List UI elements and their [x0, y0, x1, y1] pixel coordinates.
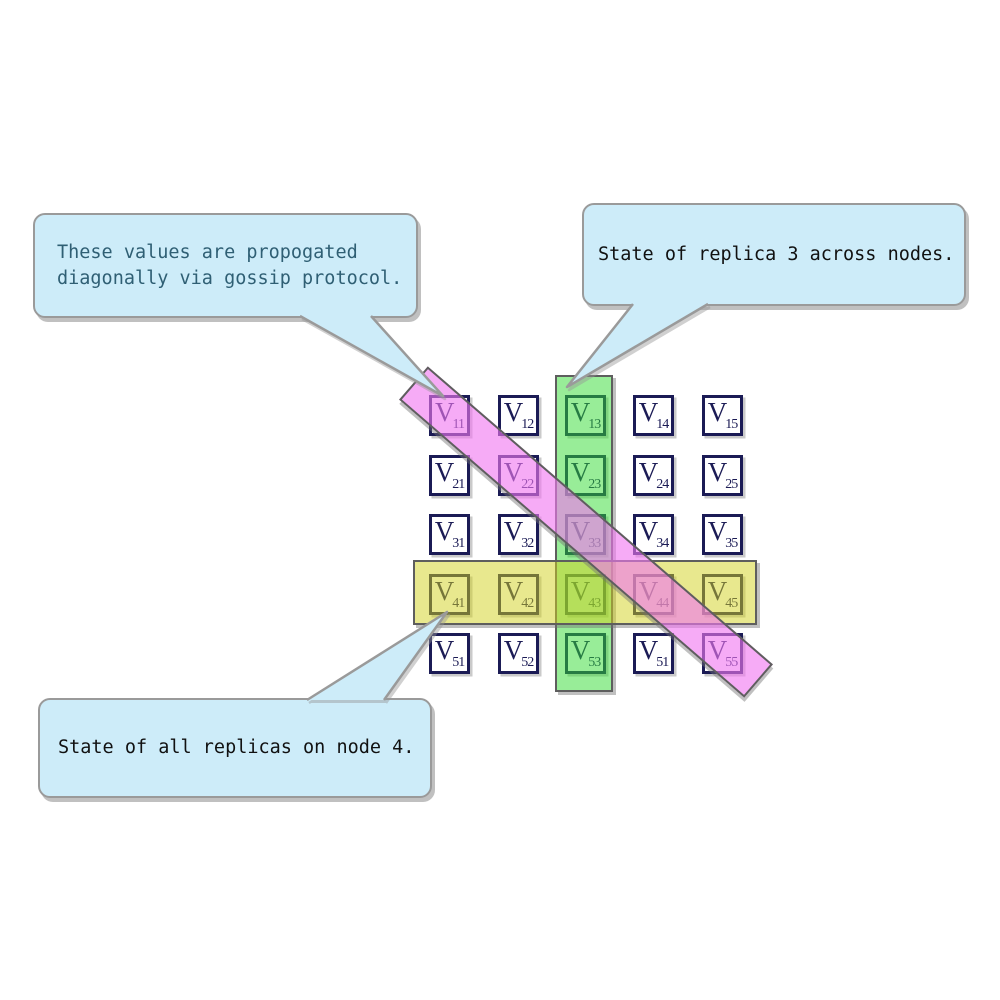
grid-cell-r5c1: V51: [429, 633, 470, 674]
callout-node4-text: State of all replicas on node 4.: [58, 737, 415, 758]
cell-label: V51: [434, 635, 466, 670]
cell-label: V14: [638, 397, 670, 432]
cell-label: V12: [503, 397, 535, 432]
grid-cell-r3c5: V35: [702, 514, 743, 555]
grid-cell-r1c4: V14: [633, 395, 674, 436]
cell-label: V25: [707, 457, 739, 492]
callout-diagonal-gossip: These values are propogated diagonally v…: [33, 213, 418, 318]
cell-label: V31: [434, 516, 466, 551]
grid-cell-r5c4: V51: [633, 633, 674, 674]
callout-replica3-text: State of replica 3 across nodes.: [598, 243, 955, 265]
grid-cell-r2c4: V24: [633, 455, 674, 496]
callout-node4: State of all replicas on node 4.: [38, 698, 432, 798]
grid-cell-r5c2: V52: [498, 633, 539, 674]
grid-cell-r1c5: V15: [702, 395, 743, 436]
grid-cell-r3c1: V31: [429, 514, 470, 555]
grid-cell-r3c2: V32: [498, 514, 539, 555]
grid-cell-r2c1: V21: [429, 455, 470, 496]
cell-label: V35: [707, 516, 739, 551]
grid-cell-r3c4: V34: [633, 514, 674, 555]
callout-node4-tail: [306, 610, 449, 702]
cell-label: V15: [707, 397, 739, 432]
cell-label: V24: [638, 457, 670, 492]
cell-label: V34: [638, 516, 670, 551]
cell-label: V51: [638, 635, 670, 670]
cell-label: V32: [503, 516, 535, 551]
grid-cell-r1c2: V12: [498, 395, 539, 436]
callout-diagonal-text: These values are propogated diagonally v…: [57, 241, 403, 289]
callout-replica3: State of replica 3 across nodes.: [582, 203, 966, 306]
cell-label: V21: [434, 457, 466, 492]
grid-cell-r2c5: V25: [702, 455, 743, 496]
cell-label: V52: [503, 635, 535, 670]
